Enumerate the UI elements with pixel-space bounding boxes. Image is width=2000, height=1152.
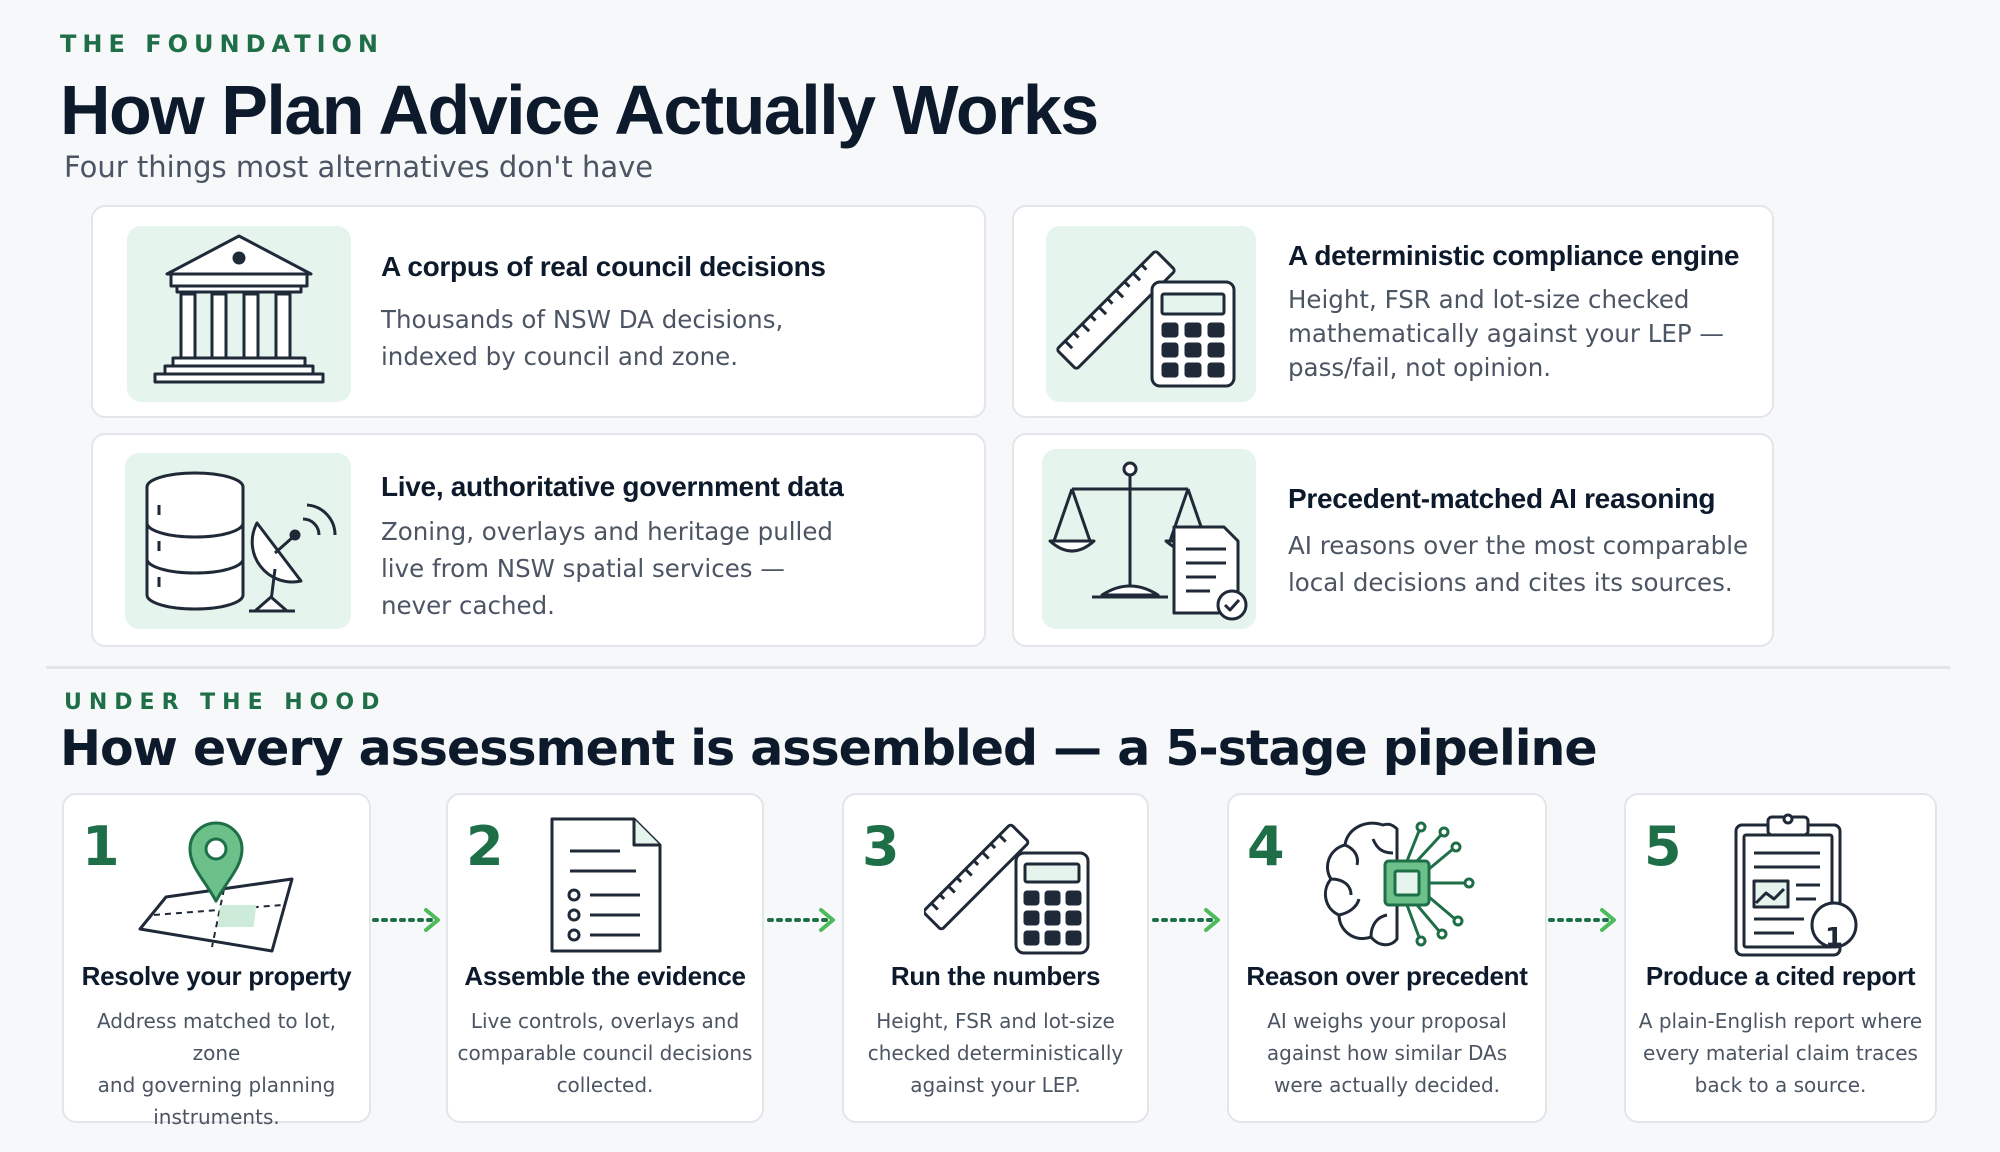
stage-title: Run the numbers bbox=[890, 961, 1101, 991]
card-description: AI reasons over the most comparable loca… bbox=[1288, 531, 1749, 597]
pipeline-arrow-icon bbox=[372, 905, 448, 935]
document-icon bbox=[524, 809, 694, 959]
section-divider bbox=[46, 666, 1950, 669]
card-title: Live, authoritative government data bbox=[381, 471, 844, 502]
stage-number: 2 bbox=[466, 815, 504, 878]
stage-number: 1 bbox=[82, 815, 120, 878]
stage-title: Reason over precedent bbox=[1246, 961, 1528, 991]
pipeline-arrow-icon bbox=[767, 905, 843, 935]
pipeline-stage-1: 1 Resolve your property Address matched … bbox=[62, 793, 371, 1129]
card-description: Thousands of NSW DA decisions, indexed b… bbox=[381, 305, 784, 371]
database-satellite-icon bbox=[125, 453, 351, 629]
feature-card-ai-reasoning: Precedent-matched AI reasoning AI reason… bbox=[1012, 433, 1774, 647]
foundation-eyebrow: THE FOUNDATION bbox=[60, 30, 384, 58]
pipeline-stage-4: 4 Reason over precedent AI weighs your p… bbox=[1227, 793, 1547, 1123]
clipboard-report-icon: 1 bbox=[1716, 809, 1886, 959]
card-description: Height, FSR and lot-size checked mathema… bbox=[1288, 285, 1724, 382]
pipeline-arrow-icon bbox=[1152, 905, 1228, 935]
citation-badge-number: 1 bbox=[1824, 923, 1844, 953]
stage-description: A plain-English report where every mater… bbox=[1638, 1009, 1923, 1097]
card-description: Zoning, overlays and heritage pulled liv… bbox=[381, 517, 833, 620]
feature-card-government-data: Live, authoritative government data Zoni… bbox=[91, 433, 986, 647]
card-title: A deterministic compliance engine bbox=[1288, 240, 1740, 271]
stage-number: 4 bbox=[1247, 815, 1285, 878]
stage-description: Live controls, overlays and comparable c… bbox=[457, 1009, 753, 1097]
council-building-icon bbox=[127, 226, 351, 402]
stage-description: Height, FSR and lot-size checked determi… bbox=[867, 1009, 1124, 1097]
page-subtitle: Four things most alternatives don't have bbox=[64, 150, 654, 184]
stage-title: Resolve your property bbox=[81, 961, 352, 991]
card-title: A corpus of real council decisions bbox=[381, 251, 826, 282]
pipeline-arrow-icon bbox=[1548, 905, 1624, 935]
pipeline-eyebrow: UNDER THE HOOD bbox=[64, 690, 387, 715]
stage-title: Assemble the evidence bbox=[464, 961, 746, 991]
ruler-calculator-icon bbox=[1046, 226, 1256, 402]
pipeline-stage-3: 3 Run the numbers Height, FSR bbox=[842, 793, 1149, 1123]
stage-description: AI weighs your proposal against how simi… bbox=[1266, 1009, 1508, 1097]
card-title: Precedent-matched AI reasoning bbox=[1288, 483, 1716, 514]
scales-document-icon bbox=[1042, 449, 1256, 629]
page-title: How Plan Advice Actually Works bbox=[60, 71, 1099, 149]
pipeline-stage-5: 5 1 Produce a cited report A plain-Engli… bbox=[1624, 793, 1937, 1123]
pipeline-stage-2: 2 Assemble the evidence Live controls, o… bbox=[446, 793, 764, 1123]
stage-description: Address matched to lot, zone and governi… bbox=[96, 1009, 337, 1129]
map-pin-icon bbox=[134, 809, 304, 959]
stage-number: 5 bbox=[1644, 815, 1682, 878]
feature-card-council-decisions: A corpus of real council decisions Thous… bbox=[91, 205, 986, 418]
stage-number: 3 bbox=[862, 815, 900, 878]
feature-card-compliance-engine: A deterministic compliance engine Height… bbox=[1012, 205, 1774, 418]
brain-chip-icon bbox=[1313, 809, 1483, 959]
ruler-calculator-icon bbox=[924, 809, 1094, 959]
stage-title: Produce a cited report bbox=[1645, 961, 1916, 991]
pipeline-title: How every assessment is assembled — a 5-… bbox=[60, 720, 1598, 777]
